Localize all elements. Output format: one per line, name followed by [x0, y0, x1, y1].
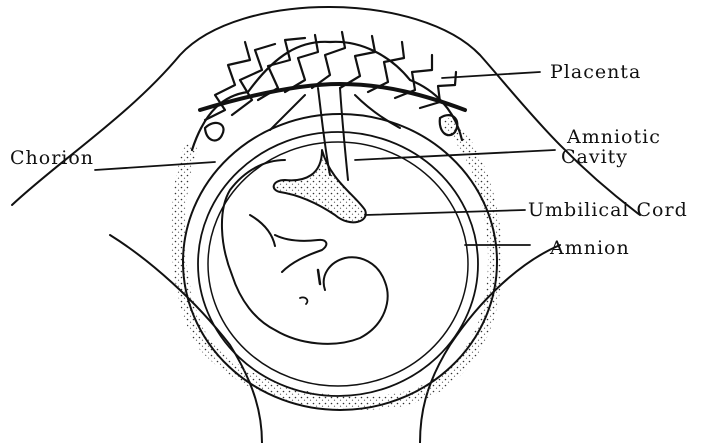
- leader-chorion: [95, 162, 215, 170]
- placenta-label: Placenta: [550, 62, 641, 82]
- amnion-outer: [198, 132, 478, 396]
- embryo-limb: [275, 235, 326, 272]
- leader-umbilical-cord: [365, 210, 525, 215]
- amniotic-label-line2: Cavity: [561, 147, 628, 167]
- amnion-label: Amnion: [550, 238, 630, 258]
- embryo-arm: [250, 215, 275, 246]
- umbilical-cord: [274, 150, 366, 222]
- amniotic-label-line1: Amniotic: [567, 127, 661, 147]
- embryo-eye: [300, 297, 307, 304]
- leader-amniotic-cavity: [355, 150, 555, 160]
- chorion-label: Chorion: [10, 148, 94, 168]
- umbilical-cord-label: Umbilical Cord: [528, 200, 688, 220]
- chorion-band: [178, 125, 495, 403]
- embryo-head-mark: [318, 270, 320, 284]
- umbilical-vessels: [270, 88, 400, 180]
